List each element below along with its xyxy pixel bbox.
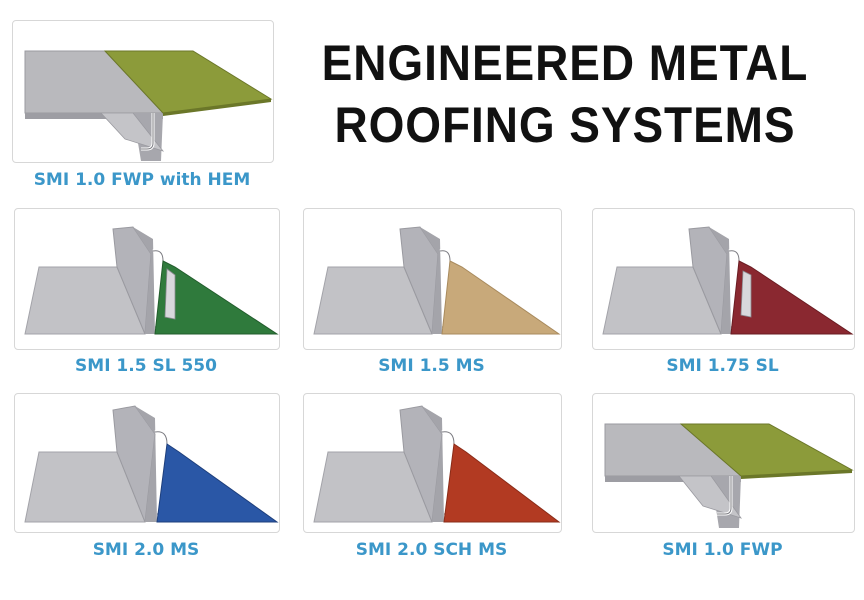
panel-caption-smi-1-0-fwp: SMI 1.0 FWP bbox=[662, 540, 783, 560]
seam-panel-illustration bbox=[24, 226, 279, 335]
panel-card-smi-1-5-sl-550 bbox=[14, 208, 280, 350]
panel-card-smi-1-0-fwp bbox=[592, 393, 855, 533]
panel-card-smi-2-0-ms bbox=[14, 393, 280, 533]
panel-caption-smi-1-75-sl: SMI 1.75 SL bbox=[666, 356, 779, 376]
page-title: ENGINEERED METAL ROOFING SYSTEMS bbox=[321, 32, 809, 156]
flat-panel-illustration bbox=[24, 50, 273, 161]
title-line-2: ROOFING SYSTEMS bbox=[334, 97, 796, 153]
panel-caption-smi-2-0-ms: SMI 2.0 MS bbox=[92, 540, 200, 560]
panel-card-smi-1-75-sl bbox=[592, 208, 855, 350]
seam-panel-illustration bbox=[602, 226, 854, 335]
panel-card-smi-1-0-fwp-with-hem bbox=[12, 20, 274, 163]
seam-panel-illustration bbox=[313, 226, 561, 335]
panel-caption-smi-1-0-fwp-with-hem: SMI 1.0 FWP with HEM bbox=[33, 170, 251, 190]
panel-caption-smi-1-5-ms: SMI 1.5 MS bbox=[378, 356, 485, 376]
seam-panel-illustration bbox=[24, 405, 279, 523]
panel-card-smi-1-5-ms bbox=[303, 208, 562, 350]
flat-panel-illustration bbox=[604, 423, 854, 528]
seam-panel-illustration bbox=[313, 405, 561, 523]
panel-caption-smi-2-0-sch-ms: SMI 2.0 SCH MS bbox=[355, 540, 508, 560]
title-line-1: ENGINEERED METAL bbox=[321, 35, 809, 91]
panel-card-smi-2-0-sch-ms bbox=[303, 393, 562, 533]
panel-caption-smi-1-5-sl-550: SMI 1.5 SL 550 bbox=[75, 356, 217, 376]
